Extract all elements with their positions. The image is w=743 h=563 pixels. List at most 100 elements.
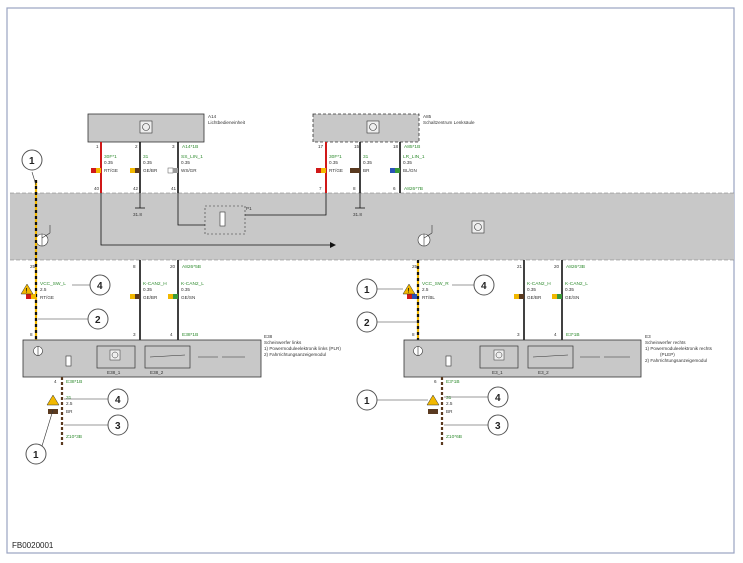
a85-wire-group: 17 15 18 A85*1B 30F*1 0.35 RT/GE 31 0.35…	[316, 142, 425, 193]
a85-w1-color: RT/GE	[329, 168, 343, 173]
e3-id: E3	[645, 334, 651, 339]
left-gnd-size: 2.5	[66, 401, 73, 406]
left-gnd-connector: E38*1B	[66, 379, 82, 385]
right-top-pin-2: 21	[517, 264, 523, 269]
right-bottom-connector: E3*1B	[566, 332, 580, 338]
e3-sub2: 2) Fahrrichtungsanzeigemodul	[645, 358, 707, 363]
module-e3	[403, 339, 642, 378]
a85-w2-size: 0.35	[363, 160, 372, 165]
right-can-l-size: 0.35	[565, 287, 574, 292]
e3-sub1b: (PLEP)	[660, 352, 675, 357]
a85-w1-signal: 30F*1	[329, 154, 342, 160]
a14-bottom-pin-3: 41	[171, 186, 177, 191]
e38-sub-block-2	[144, 345, 191, 369]
e38-sub2: 2) Fahrrichtungsanzeigemodul	[264, 352, 326, 357]
right-can-l-color: GE/SN	[565, 295, 579, 300]
a14-w1-swatch-b	[96, 168, 101, 173]
right-bottom-pin-2: 3	[517, 332, 520, 337]
left-bottom-pin-1: 8	[30, 332, 33, 337]
a85-w3-size: 0.35	[403, 160, 412, 165]
left-gnd-color: BR	[66, 409, 73, 414]
right-can-h-color: GE/BR	[527, 295, 542, 300]
callout-4-right-vcc: 4	[452, 274, 495, 296]
svg-text:4: 4	[97, 281, 103, 292]
callout-4-left-vcc: 4	[72, 274, 111, 296]
svg-text:4: 4	[481, 281, 487, 292]
a14-connector: A14*1B	[182, 144, 198, 150]
a14-w3-size: 0.35	[181, 160, 190, 165]
left-bottom-connector: E38*1B	[182, 332, 198, 338]
left-lower-wires: 25 8 20 A826*5B VCC_SW_L 2.5 RT/GE K-CAN…	[26, 180, 204, 340]
a14-bottom-pin-2: 42	[133, 186, 139, 191]
a14-w1-color: RT/GE	[104, 168, 118, 173]
left-gnd-pin: 4	[54, 379, 57, 384]
callout-3-left: 3	[64, 414, 129, 436]
e3-sub-block-2	[527, 345, 574, 369]
right-gnd-size: 2.5	[446, 401, 453, 406]
a14-w2-color: GE/BR	[143, 168, 158, 173]
module-a14-id: A14	[208, 114, 217, 119]
e38-pin-b: E38_2	[150, 370, 164, 375]
right-top-pin-1: 25	[412, 264, 418, 269]
callout-1-right-gnd: 1	[356, 389, 428, 411]
module-a14-name: Lichtbedieneinheit	[208, 120, 246, 125]
left-can-h-size: 0.35	[143, 287, 152, 292]
module-a85	[312, 113, 420, 143]
left-gnd-warning-icon	[46, 394, 60, 406]
left-bottom-pin-2: 3	[133, 332, 136, 337]
a85-w1-size: 0.35	[329, 160, 338, 165]
right-vcc-color: RT/BL	[422, 295, 435, 300]
a14-w1-swatch-a	[91, 168, 96, 173]
right-vcc-size: 2.5	[422, 287, 429, 292]
a14-bottom-pin-1: 40	[94, 186, 100, 191]
left-can-h-color: GE/BR	[143, 295, 158, 300]
module-e3-internals	[413, 345, 630, 369]
right-gnd-connector: E3*1B	[446, 379, 460, 385]
a14-wire-group: 1 2 3 A14*1B 30F*1 0.35 RT/GE 31 0.35 GE…	[91, 142, 203, 193]
a85-w3-swatch-a	[390, 168, 395, 173]
e38-name: Scheinwerfer links	[264, 340, 302, 345]
e3-name: Scheinwerfer rechts	[645, 340, 686, 345]
bus-arrow-head	[330, 242, 336, 248]
right-bottom-pin-1: 8	[412, 332, 415, 337]
central-switch-box	[204, 205, 246, 235]
left-bottom-pin-3: 4	[170, 332, 173, 337]
right-can-l-signal: K-CAN2_L	[565, 281, 588, 287]
e38-id: E38	[264, 334, 273, 339]
callout-1-right-vcc: 1	[356, 278, 403, 300]
callout-1-top-left: 1	[21, 149, 43, 186]
a14-w2-signal: 31	[143, 154, 149, 160]
e3-pin-a: E3_1	[492, 370, 503, 375]
module-a85-name: Schaltzentrum Lenksäule	[423, 120, 475, 125]
a14-pin-2: 2	[135, 144, 138, 149]
ground-label-left: 31.8	[133, 212, 142, 217]
left-can-l-signal: K-CAN2_L	[181, 281, 204, 287]
module-a14-icon	[139, 120, 153, 134]
a85-bottom-pin-1: 7	[319, 186, 322, 191]
a14-w2-swatch-a	[130, 168, 135, 173]
e38-pin-a: E38_1	[107, 370, 121, 375]
left-ground-section: 4 E38*1B 31 2.5 BR Z10*3B	[46, 377, 82, 445]
module-a85-icon	[366, 120, 380, 134]
svg-text:3: 3	[495, 421, 501, 432]
transistor-right	[417, 225, 433, 247]
ground-label-right: 31.8	[353, 212, 362, 217]
central-module-band	[10, 193, 734, 260]
a14-w3-swatch-a	[167, 167, 174, 174]
right-bottom-pin-3: 4	[554, 332, 557, 337]
a85-w1-swatch-a	[316, 168, 321, 173]
callout-4-right-gnd: 4	[444, 386, 509, 408]
svg-text:1: 1	[364, 285, 370, 296]
a14-w3-swatch-b	[173, 168, 178, 173]
callout-1-left-bottom: 1	[25, 409, 54, 465]
resistor-symbol	[219, 211, 226, 227]
e38-sub1: 1) Powermoduleelektronik links (PLR)	[264, 346, 341, 351]
a14-w3-signal: SS_LIN_1	[181, 154, 203, 160]
left-top-pin-2: 8	[133, 264, 136, 269]
module-a85-id: A85	[423, 114, 432, 119]
a85-w3-signal: LR_LIN_1	[403, 154, 425, 160]
svg-text:!: !	[26, 289, 28, 295]
module-e38	[22, 339, 262, 378]
right-gnd-pin: 6	[434, 379, 437, 384]
